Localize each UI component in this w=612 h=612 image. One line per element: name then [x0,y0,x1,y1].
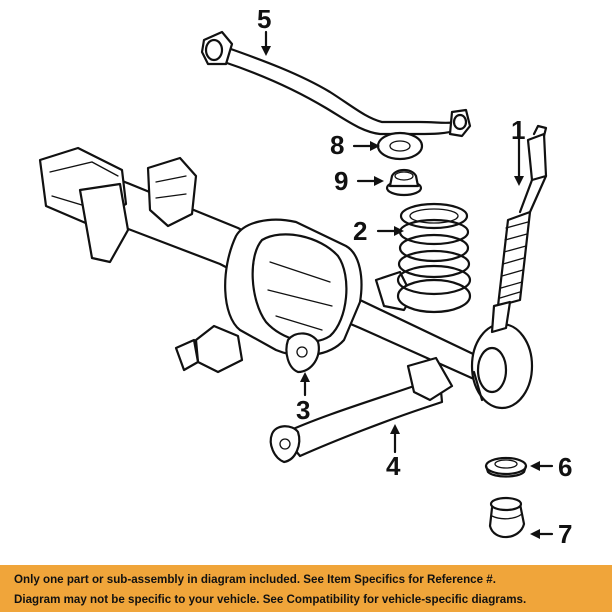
track-bar [200,30,472,138]
disclaimer-line-1: Only one part or sub-assembly in diagram… [14,573,496,586]
lower-control-arm [269,356,454,464]
callout-4: 4 [386,451,401,481]
disclaimer-line-2: Diagram may not be specific to your vehi… [14,593,527,606]
jounce-bumper [488,496,526,539]
callout-leaders [261,30,554,539]
callout-3: 3 [296,395,311,425]
spring-isolator-plate [376,131,424,161]
callout-5: 5 [257,4,272,34]
callout-1: 1 [511,115,526,145]
shock-absorber [490,124,548,334]
callout-6: 6 [558,452,573,482]
coil-spring [396,202,472,314]
lower-spring-seat [484,456,528,478]
rear-suspension-illustration [38,30,554,539]
callout-9: 9 [334,166,349,196]
bump-stop-upper [385,168,423,197]
brake-drum-backing-plate [470,322,534,410]
axle-housing [38,146,496,390]
callout-7: 7 [558,519,573,549]
disclaimer-banner: Only one part or sub-assembly in diagram… [0,565,612,612]
callout-8: 8 [330,130,345,160]
callout-2: 2 [353,216,368,246]
